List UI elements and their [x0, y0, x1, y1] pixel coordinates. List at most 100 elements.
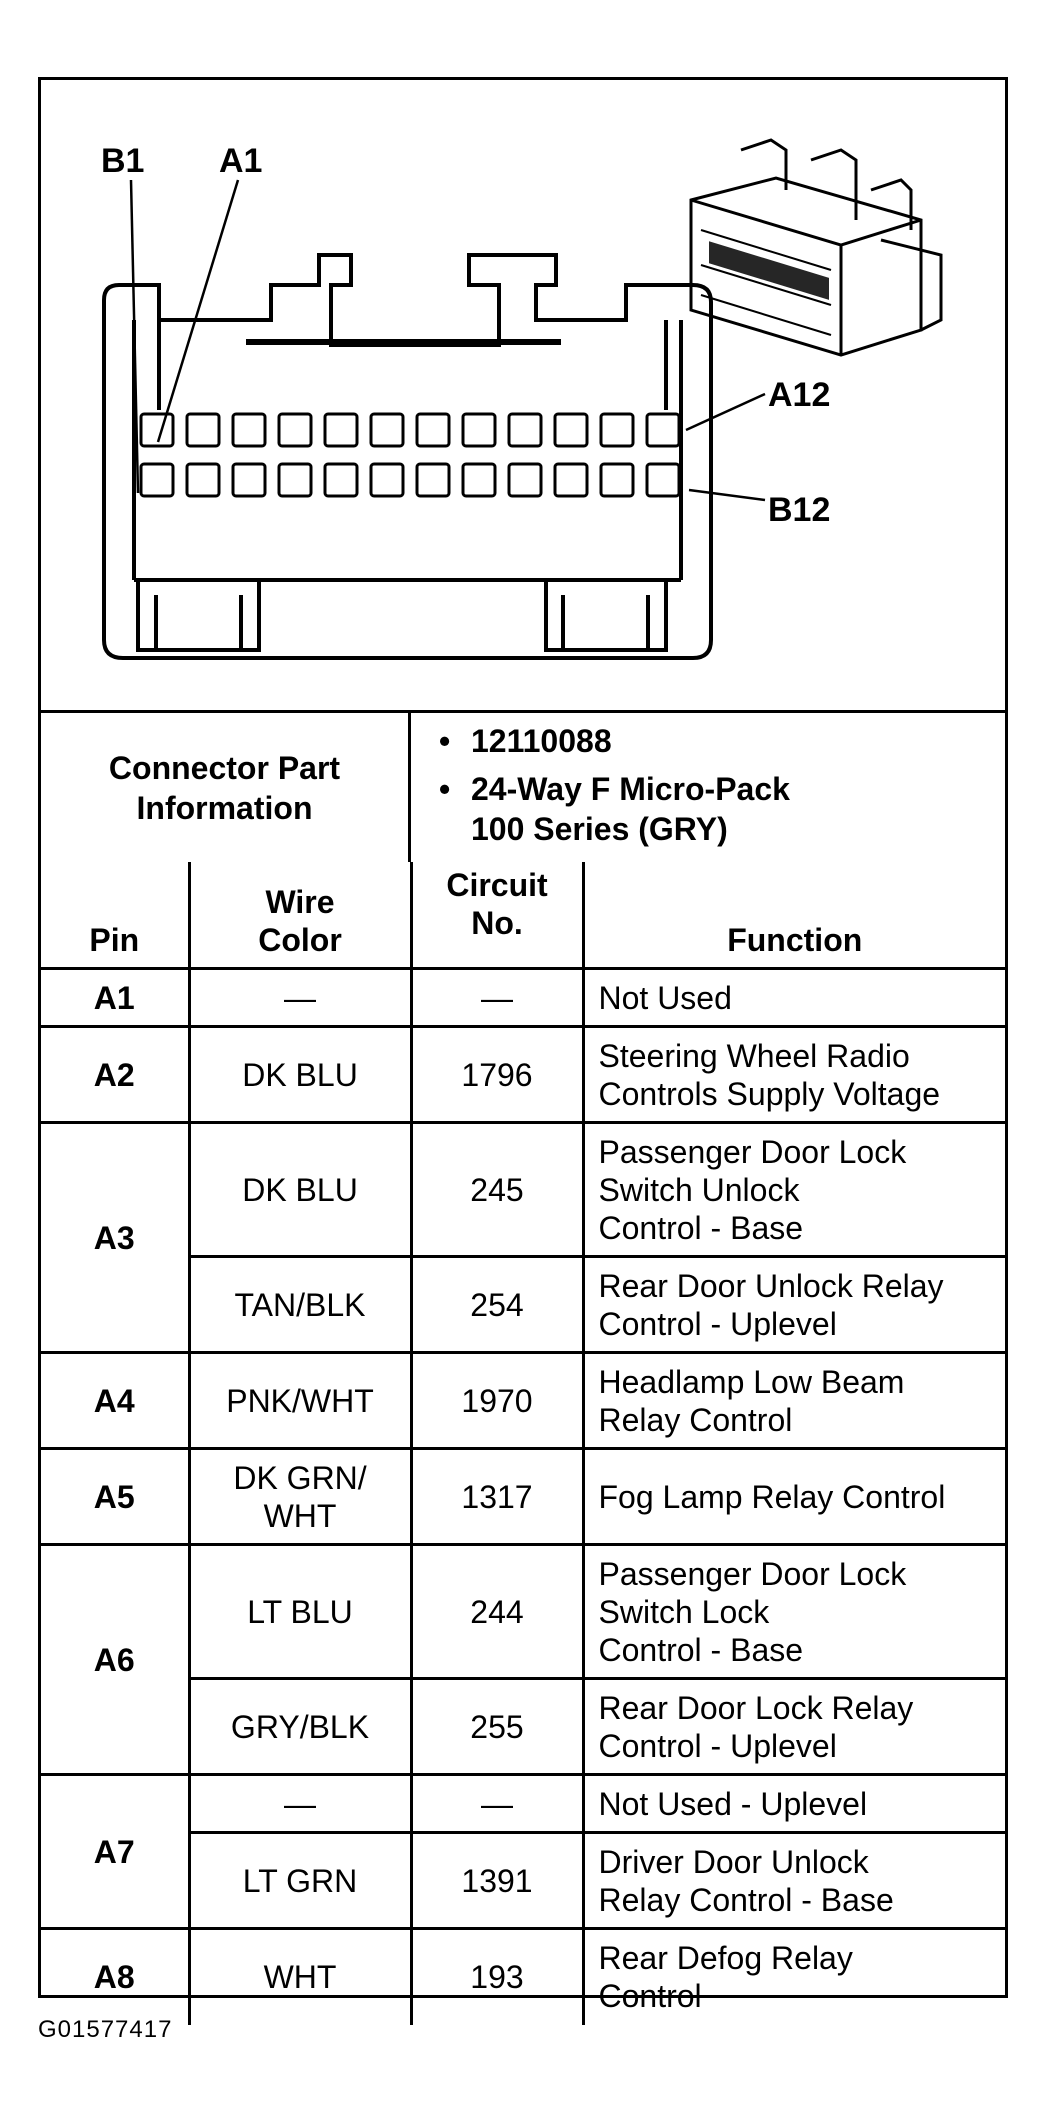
bullet-icon: • — [439, 771, 451, 807]
cavity — [139, 412, 175, 448]
cavity — [369, 462, 405, 498]
cavity — [645, 412, 681, 448]
wire-color-cell: PNK/WHT — [187, 1351, 413, 1450]
table-row: A1——Not Used — [41, 967, 1005, 1028]
circuit-number-cell: 1391 — [409, 1831, 585, 1930]
cavity-grid — [139, 412, 681, 498]
circuit-number-cell: — — [409, 1773, 585, 1834]
cavity — [415, 462, 451, 498]
circuit-number-cell: 1317 — [409, 1447, 585, 1546]
pin-cell: A2 — [41, 1025, 191, 1124]
connector-sheet: B1 A1 A12 B12 — [38, 77, 1008, 2025]
cavity — [139, 462, 175, 498]
circuit-number-cell: 193 — [409, 1927, 585, 2025]
connector-face-view: B1 A1 A12 B12 — [101, 138, 943, 660]
wire-color-cell: LT BLU — [187, 1543, 413, 1680]
cavity — [553, 412, 589, 448]
cavity-row-a — [139, 412, 681, 448]
cavity — [553, 462, 589, 498]
pin-cell: A8 — [41, 1927, 191, 2025]
circuit-number-cell: 244 — [409, 1543, 585, 1680]
function-cell: Fog Lamp Relay Control — [581, 1447, 1005, 1546]
cavity — [507, 412, 543, 448]
part-number-item: • 12110088 — [439, 721, 1005, 761]
cavity — [185, 462, 221, 498]
wire-color-cell: TAN/BLK — [187, 1255, 413, 1354]
bullet-icon: • — [439, 723, 451, 759]
label-a12: A12 — [768, 376, 830, 414]
leader-a12 — [685, 392, 766, 432]
connector-type-line-1: 24-Way F Micro-Pack — [471, 771, 790, 807]
circuit-number-cell: 1796 — [409, 1025, 585, 1124]
cavity — [231, 412, 267, 448]
cavity — [507, 462, 543, 498]
pin-cell: A6 — [41, 1543, 191, 1776]
wire-color-cell: DK GRN/WHT — [187, 1447, 413, 1546]
part-number: 12110088 — [471, 723, 612, 759]
cavity — [277, 412, 313, 448]
cavity — [323, 412, 359, 448]
wire-color-cell: WHT — [187, 1927, 413, 2025]
cavity — [415, 412, 451, 448]
connector-part-information: Connector Part Information • 12110088 • … — [41, 710, 1005, 862]
label-b1: B1 — [101, 142, 144, 180]
cavity — [461, 412, 497, 448]
cavity — [599, 412, 635, 448]
circuit-number-cell: 245 — [409, 1121, 585, 1258]
cavity — [185, 412, 221, 448]
cavity — [369, 412, 405, 448]
wire-color-cell: GRY/BLK — [187, 1677, 413, 1776]
header-function: Function — [581, 862, 1005, 970]
connector-type-line-2: 100 Series (GRY) — [471, 811, 728, 847]
pin-cell: A4 — [41, 1351, 191, 1450]
circuit-number-cell: 1970 — [409, 1351, 585, 1450]
connector-info-details: • 12110088 • 24-Way F Micro-Pack 100 Ser… — [411, 713, 1005, 862]
connector-info-heading: Connector Part Information — [41, 713, 411, 862]
function-cell: Not Used - Uplevel — [581, 1773, 1005, 1834]
connector-face-diagram: B1 A1 A12 B12 — [41, 80, 1005, 710]
header-pin: Pin — [41, 862, 191, 970]
circuit-number-cell: 254 — [409, 1255, 585, 1354]
pin-cell: A5 — [41, 1447, 191, 1546]
connector-info-heading-line-1: Connector Part — [108, 749, 341, 786]
leader-b12 — [688, 488, 766, 502]
cavity — [323, 462, 359, 498]
circuit-number-cell: — — [409, 967, 585, 1028]
wire-color-cell: DK BLU — [187, 1121, 413, 1258]
cavity-row-b — [139, 462, 681, 498]
label-b12: B12 — [768, 491, 830, 529]
connector-body — [102, 253, 713, 660]
connector-info-heading-line-2: Information — [136, 789, 313, 826]
cavity — [599, 462, 635, 498]
cavity — [645, 462, 681, 498]
cavity — [461, 462, 497, 498]
pin-cell: A7 — [41, 1773, 191, 1930]
figure-id: G01577417 — [38, 2016, 173, 2043]
wire-color-cell: — — [187, 967, 413, 1028]
wire-color-cell: — — [187, 1773, 413, 1834]
leader-a1 — [156, 179, 240, 443]
pin-cell: A3 — [41, 1121, 191, 1354]
pin-cell: A1 — [41, 967, 191, 1028]
wire-color-cell: DK BLU — [187, 1025, 413, 1124]
